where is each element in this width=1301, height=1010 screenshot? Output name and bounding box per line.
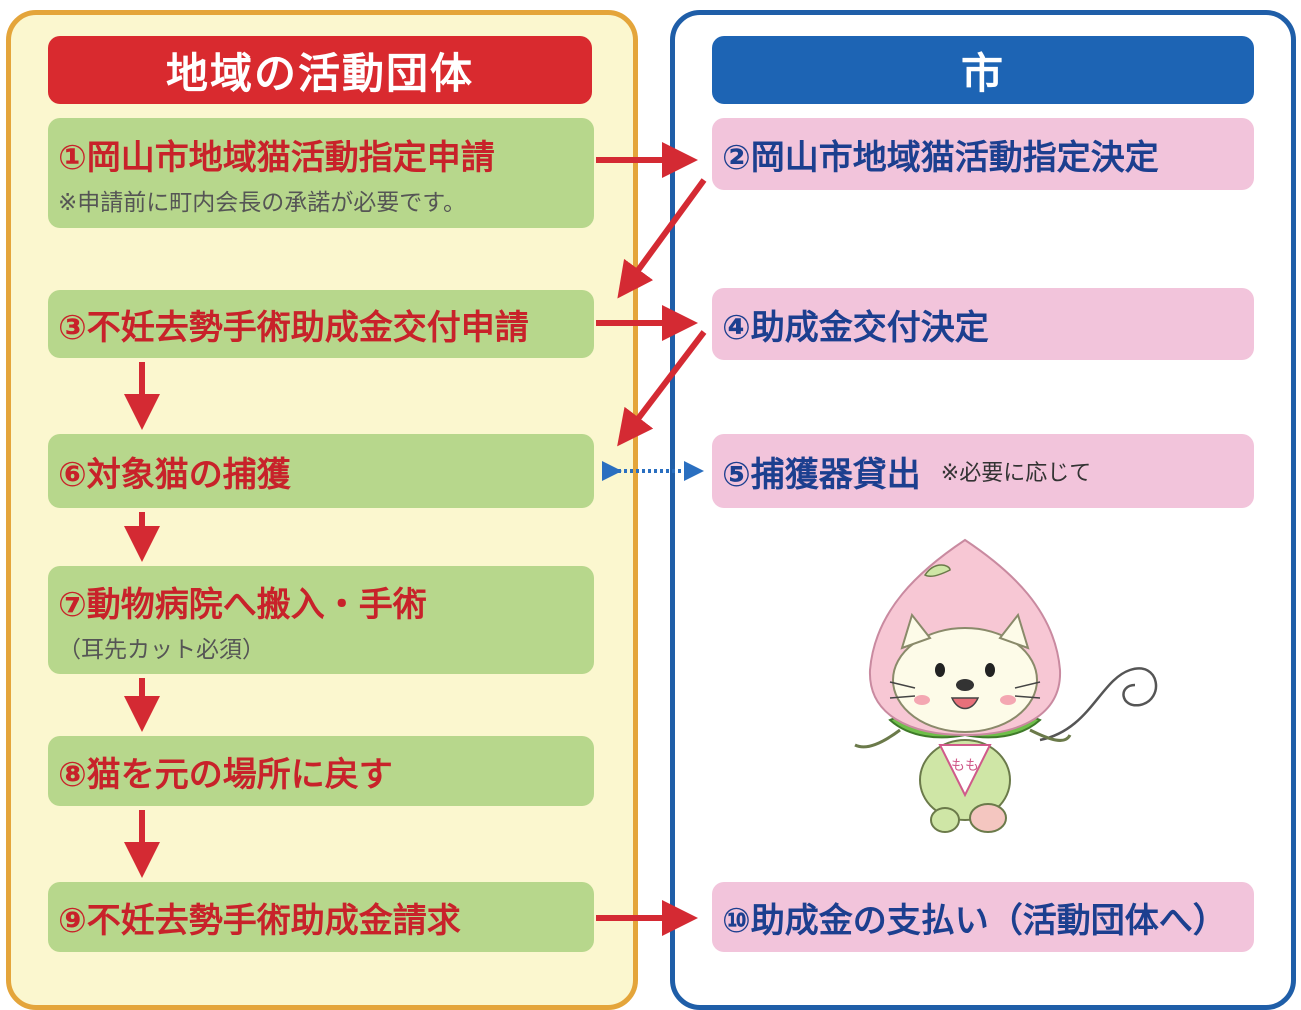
step-7-box: ⑦動物病院へ搬入・手術 （耳先カット必須） [48,566,594,674]
step-2-box: ②岡山市地域猫活動指定決定 [712,118,1254,190]
step-10-box: ⑩助成金の支払い（活動団体へ） [712,882,1254,952]
step-6-label: ⑥対象猫の捕獲 [58,454,291,495]
step-9-box: ⑨不妊去勢手術助成金請求 [48,882,594,952]
step-1-label: ①岡山市地域猫活動指定申請 [58,137,495,178]
step-3-box: ③不妊去勢手術助成金交付申請 [48,290,594,358]
step-1-box: ①岡山市地域猫活動指定申請 ※申請前に町内会長の承諾が必要です。 [48,118,594,228]
mascot-bib-text: もも [951,758,979,774]
step-2-label: ②岡山市地域猫活動指定決定 [722,137,1159,178]
step-7-note: （耳先カット必須） [58,636,265,663]
step-7-label: ⑦動物病院へ搬入・手術 [58,584,427,625]
step-4-box: ④助成金交付決定 [712,288,1254,360]
step-3-label: ③不妊去勢手術助成金交付申請 [58,307,529,348]
mascot-peach-cat-illustration: もも [854,538,1158,833]
step-4-label: ④助成金交付決定 [722,307,989,348]
arrow-2-to-3 [617,178,707,299]
right-panel-title: 市 [712,36,1254,104]
step-9-label: ⑨不妊去勢手術助成金請求 [58,900,461,941]
step-10-label: ⑩助成金の支払い（活動団体へ） [722,900,1227,941]
step-5-note: ※必要に応じて [940,461,1092,486]
step-5-box: ⑤捕獲器貸出 ※必要に応じて [712,434,1254,508]
step-1-note: ※申請前に町内会長の承諾が必要です。 [58,189,466,216]
step-5-label: ⑤捕獲器貸出 [722,454,921,495]
left-panel-title: 地域の活動団体 [48,36,592,104]
step-6-box: ⑥対象猫の捕獲 [48,434,594,508]
step-8-label: ⑧猫を元の場所に戻す [58,754,393,795]
arrow-4-to-6 [617,330,707,447]
step-8-box: ⑧猫を元の場所に戻す [48,736,594,806]
